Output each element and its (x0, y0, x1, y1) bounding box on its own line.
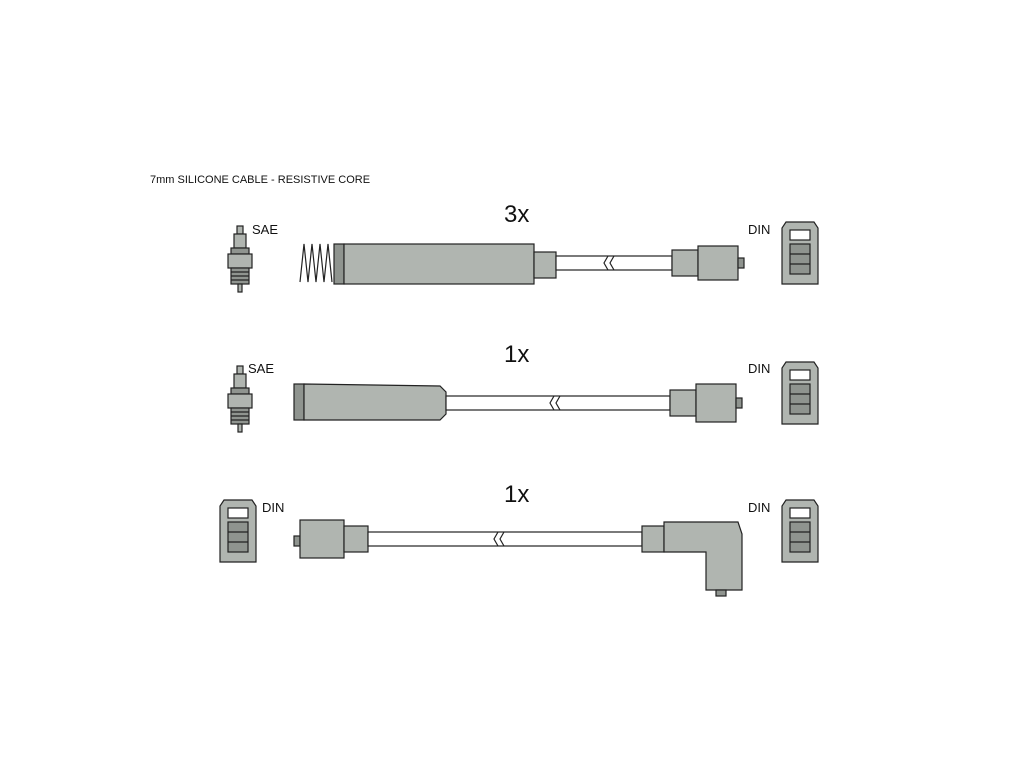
cap-pin (293, 535, 301, 547)
lead-row-1: 3x SAE DIN (227, 201, 819, 293)
angled-boot-collar (641, 525, 665, 553)
cable-spec-header: 7mm SILICONE CABLE - RESISTIVE CORE (150, 174, 370, 186)
cable-break-mark (493, 531, 505, 547)
lead-row-3: 1x DIN DIN (219, 481, 819, 597)
distributor-cap (697, 245, 739, 281)
row-1-quantity: 3x (504, 201, 529, 228)
distributor-cap (695, 383, 737, 423)
row-2-left-label: SAE (248, 361, 274, 376)
distributor-cap-collar (671, 249, 699, 277)
din-terminal-icon (781, 361, 819, 425)
cable-break-mark (549, 395, 561, 411)
lead-row-2: 1x SAE DIN (227, 341, 819, 433)
cable-wire (367, 531, 643, 547)
angled-boot-tip (715, 589, 727, 597)
row-3-quantity: 1x (504, 481, 529, 508)
long-boot (333, 243, 345, 285)
cap-pin (737, 257, 745, 269)
row-3-left-label: DIN (262, 500, 284, 515)
distributor-cap (299, 519, 345, 559)
straight-boot (303, 383, 447, 421)
cable-break-mark (603, 255, 615, 271)
row-1-right-label: DIN (748, 222, 770, 237)
straight-boot-end (293, 383, 305, 421)
long-boot-body (343, 243, 535, 285)
cable-wire (555, 255, 673, 271)
angled-boot (663, 521, 743, 591)
cap-pin (735, 397, 743, 409)
row-3-right-label: DIN (748, 500, 770, 515)
din-terminal-icon (219, 499, 257, 563)
row-2-quantity: 1x (504, 341, 529, 368)
din-terminal-icon (781, 221, 819, 285)
boot-collar (533, 251, 557, 279)
spring-icon (299, 243, 333, 283)
distributor-cap-collar (343, 525, 369, 553)
row-2-right-label: DIN (748, 361, 770, 376)
sae-spark-plug-icon (227, 225, 253, 293)
distributor-cap-collar (669, 389, 697, 417)
din-terminal-icon (781, 499, 819, 563)
row-1-left-label: SAE (252, 222, 278, 237)
cable-wire (445, 395, 671, 411)
